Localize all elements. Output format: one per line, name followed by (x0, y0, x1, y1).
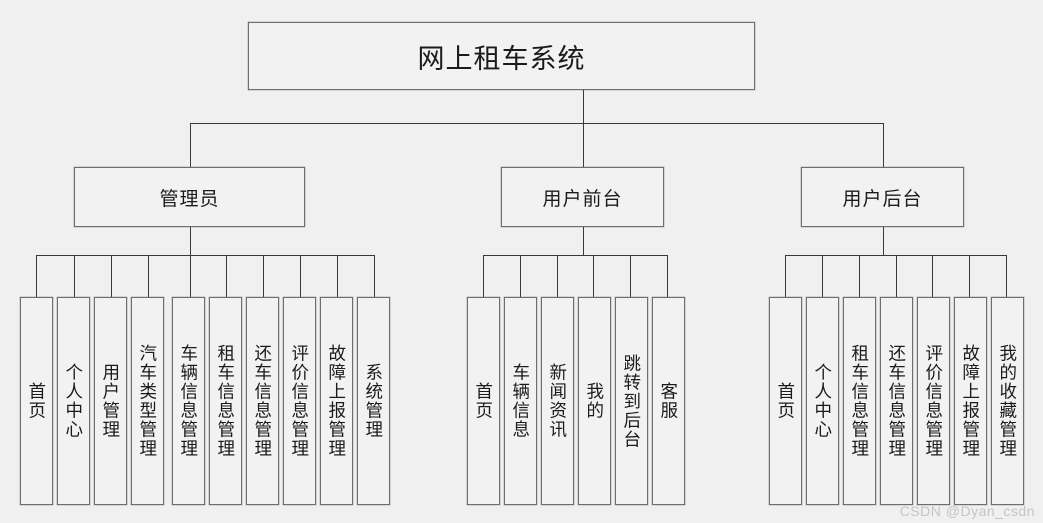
node-root-label: 网上租车系统 (417, 43, 586, 74)
leaf-admin-0[interactable]: 首页 (20, 297, 53, 505)
leaf-backend-5-label: 故障上报管理 (960, 344, 981, 458)
connector-admin-drop-9 (374, 255, 375, 297)
node-branch-frontend[interactable]: 用户前台 (501, 167, 664, 227)
leaf-admin-8-label: 故障上报管理 (326, 344, 347, 458)
connector-backend-drop-4 (932, 255, 933, 297)
connector-drop-frontend (583, 123, 584, 167)
leaf-backend-5[interactable]: 故障上报管理 (954, 297, 987, 505)
connector-drop-backend (883, 123, 884, 167)
leaf-admin-3-label: 汽车类型管理 (137, 344, 158, 458)
leaf-backend-6-label: 我的收藏管理 (997, 344, 1018, 458)
connector-admin-drop-1 (74, 255, 75, 297)
leaf-backend-1-label: 个人中心 (812, 363, 833, 439)
connector-backend-drop-5 (969, 255, 970, 297)
leaf-frontend-0[interactable]: 首页 (467, 297, 500, 505)
connector-frontend-drop-0 (483, 255, 484, 297)
leaf-backend-0[interactable]: 首页 (769, 297, 802, 505)
connector-frontend-drop-5 (667, 255, 668, 297)
leaf-admin-4-label: 车辆信息管理 (178, 344, 199, 458)
leaf-frontend-2[interactable]: 新闻资讯 (541, 297, 574, 505)
leaf-frontend-1[interactable]: 车辆信息 (504, 297, 537, 505)
leaf-admin-7[interactable]: 评价信息管理 (283, 297, 316, 505)
leaf-admin-5-label: 租车信息管理 (215, 344, 236, 458)
connector-admin-drop-8 (337, 255, 338, 297)
leaf-backend-6[interactable]: 我的收藏管理 (991, 297, 1024, 505)
connector-backend-bus (785, 255, 1006, 256)
connector-admin-drop-6 (263, 255, 264, 297)
connector-level2-bus (190, 123, 884, 124)
connector-admin-stem (190, 227, 191, 255)
connector-frontend-bus (483, 255, 667, 256)
leaf-frontend-0-label: 首页 (473, 382, 494, 420)
leaf-admin-9[interactable]: 系统管理 (357, 297, 390, 505)
connector-admin-drop-5 (226, 255, 227, 297)
leaf-backend-2-label: 租车信息管理 (849, 344, 870, 458)
connector-admin-drop-3 (148, 255, 149, 297)
leaf-admin-7-label: 评价信息管理 (289, 344, 310, 458)
connector-backend-drop-6 (1006, 255, 1007, 297)
node-branch-backend[interactable]: 用户后台 (801, 167, 964, 227)
leaf-admin-1[interactable]: 个人中心 (57, 297, 90, 505)
node-branch-admin[interactable]: 管理员 (74, 167, 305, 227)
leaf-backend-4-label: 评价信息管理 (923, 344, 944, 458)
node-branch-frontend-label: 用户前台 (542, 188, 623, 210)
connector-frontend-drop-1 (520, 255, 521, 297)
leaf-frontend-4[interactable]: 跳转到后台 (615, 297, 648, 505)
leaf-backend-3[interactable]: 还车信息管理 (880, 297, 913, 505)
leaf-frontend-1-label: 车辆信息 (510, 363, 531, 439)
connector-backend-stem (883, 227, 884, 255)
connector-backend-drop-1 (822, 255, 823, 297)
connector-frontend-drop-3 (593, 255, 594, 297)
leaf-backend-4[interactable]: 评价信息管理 (917, 297, 950, 505)
leaf-frontend-3[interactable]: 我的 (578, 297, 611, 505)
connector-admin-bus (36, 255, 374, 256)
leaf-frontend-4-label: 跳转到后台 (621, 353, 642, 449)
connector-frontend-drop-2 (557, 255, 558, 297)
leaf-backend-1[interactable]: 个人中心 (806, 297, 839, 505)
leaf-backend-0-label: 首页 (775, 382, 796, 420)
connector-frontend-stem (583, 227, 584, 255)
node-root[interactable]: 网上租车系统 (248, 22, 755, 90)
leaf-admin-2[interactable]: 用户管理 (94, 297, 127, 505)
connector-admin-drop-0 (36, 255, 37, 297)
leaf-frontend-5-label: 客服 (658, 382, 679, 420)
connector-drop-admin (190, 123, 191, 167)
leaf-admin-0-label: 首页 (26, 382, 47, 420)
connector-backend-drop-0 (785, 255, 786, 297)
leaf-admin-6-label: 还车信息管理 (252, 344, 273, 458)
node-branch-admin-label: 管理员 (159, 188, 220, 210)
leaf-admin-9-label: 系统管理 (363, 363, 384, 439)
leaf-admin-8[interactable]: 故障上报管理 (320, 297, 353, 505)
connector-admin-drop-7 (300, 255, 301, 297)
leaf-admin-2-label: 用户管理 (100, 363, 121, 439)
connector-root-stem (583, 90, 584, 123)
connector-frontend-drop-4 (630, 255, 631, 297)
connector-backend-drop-3 (896, 255, 897, 297)
connector-admin-drop-4 (190, 255, 191, 297)
leaf-frontend-5[interactable]: 客服 (652, 297, 685, 505)
leaf-backend-3-label: 还车信息管理 (886, 344, 907, 458)
leaf-admin-1-label: 个人中心 (63, 363, 84, 439)
leaf-frontend-3-label: 我的 (584, 382, 605, 420)
connector-backend-drop-2 (859, 255, 860, 297)
leaf-backend-2[interactable]: 租车信息管理 (843, 297, 876, 505)
connector-admin-drop-2 (111, 255, 112, 297)
leaf-admin-4[interactable]: 车辆信息管理 (172, 297, 205, 505)
leaf-admin-6[interactable]: 还车信息管理 (246, 297, 279, 505)
node-branch-backend-label: 用户后台 (842, 188, 923, 210)
leaf-admin-5[interactable]: 租车信息管理 (209, 297, 242, 505)
leaf-admin-3[interactable]: 汽车类型管理 (131, 297, 164, 505)
watermark: CSDN @Dyan_csdn (899, 503, 1035, 519)
leaf-frontend-2-label: 新闻资讯 (547, 363, 568, 439)
